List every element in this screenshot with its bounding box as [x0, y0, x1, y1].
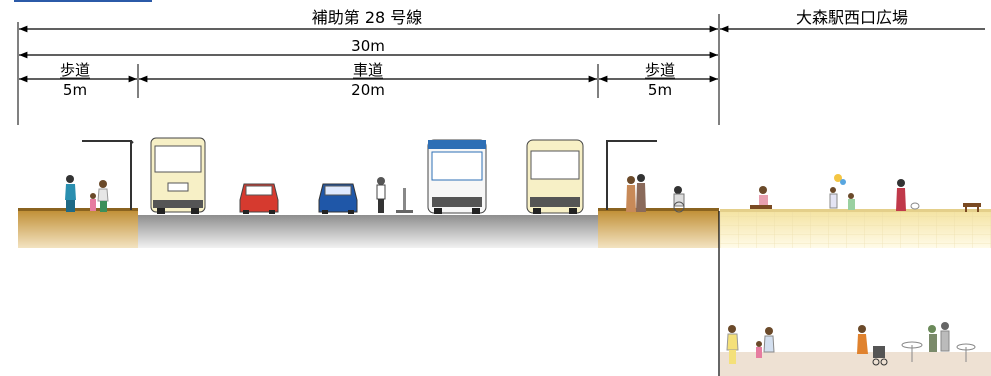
bus-right-blue: [427, 139, 487, 214]
left-sidewalk-ground: [18, 210, 138, 248]
dimension-arrows: [19, 25, 985, 83]
plaza-woman-dog: [896, 179, 920, 211]
motorbike-rider: [376, 177, 386, 213]
roadway-ground: [138, 215, 598, 248]
lower-plaza-cafe: [901, 322, 976, 362]
blue-car: [318, 183, 358, 214]
red-car: [239, 183, 279, 214]
dimension-boundaries: [17, 14, 720, 125]
left-bus-shelter: [82, 140, 134, 210]
right-sidewalk-ground: [598, 210, 719, 248]
roadway-label: 車道: [352, 61, 384, 79]
road-name-label: 補助第 28 号線: [311, 8, 423, 27]
plaza-balloon-child: [829, 174, 855, 210]
right-sidewalk-width: 5m: [647, 81, 673, 99]
right-bus-shelter: [606, 140, 657, 210]
roadway-width: 20m: [351, 81, 385, 99]
lane-separator: [396, 188, 413, 213]
pedestrians-right-group: [626, 174, 646, 212]
pedestrian-left-blue: [65, 175, 76, 212]
left-sidewalk-width: 5m: [62, 81, 88, 99]
total-width-label: 30m: [351, 37, 385, 55]
plaza-name-label: 大森駅西口広場: [795, 8, 909, 27]
plaza-bench-right: [963, 203, 981, 212]
pedestrians-left-family: [90, 180, 109, 212]
left-sidewalk-label: 歩道: [59, 61, 91, 79]
link-underline: [14, 0, 152, 2]
plaza-bench-people: [750, 186, 772, 209]
bus-right-cream: [526, 139, 584, 214]
plaza-lower-ground: [720, 352, 991, 376]
lower-plaza-stroller: [857, 325, 888, 366]
bus-left-front: [150, 137, 206, 214]
lower-plaza-family: [756, 327, 775, 358]
lower-plaza-woman: [726, 325, 739, 364]
right-sidewalk-label: 歩道: [644, 61, 676, 79]
wheelchair-user: [673, 186, 685, 213]
